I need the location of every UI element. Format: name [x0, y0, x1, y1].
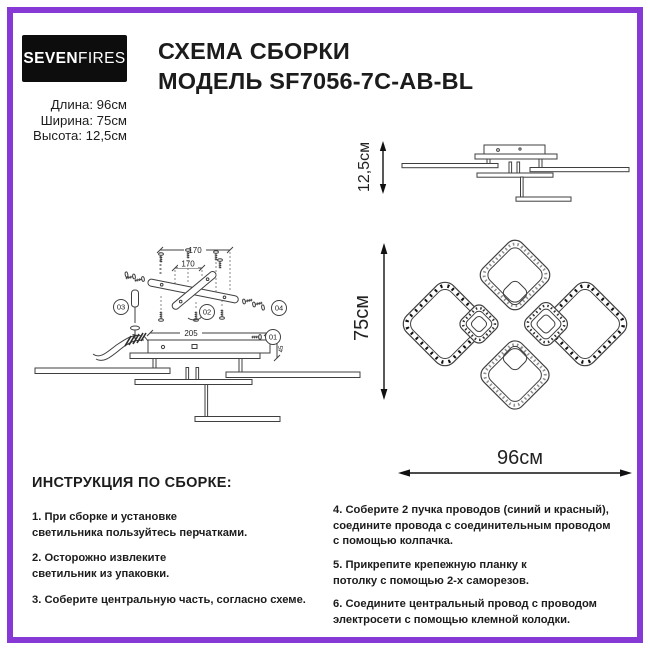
- instruction-step-2: 2. Осторожно извлеките светильник из упа…: [32, 552, 170, 581]
- spec-width: Ширина: 75см: [40, 112, 127, 128]
- fixture-side-profile: [401, 144, 630, 202]
- ring-left: [402, 281, 488, 367]
- instruction-step-6: 6. Соедините центральный провод с провод…: [333, 598, 597, 627]
- dim-bracket-outer: 170: [188, 246, 202, 255]
- callout-04: 04: [275, 304, 283, 313]
- canopy-and-arms: [34, 339, 361, 422]
- logo-text-fires: FIRES: [77, 49, 126, 67]
- side-height-label: 12,5см: [356, 142, 373, 192]
- ring-top: [479, 239, 551, 311]
- exploded-assembly-drawing: 170 170: [34, 245, 361, 422]
- top-view-drawing: 75см: [351, 239, 632, 477]
- top-width-label: 96см: [497, 447, 543, 469]
- dimensions-spec: Длина: 96см Ширина: 75см Высота: 12,5см: [18, 97, 127, 144]
- instruction-step-1: 1. При сборке и установке светильника по…: [32, 511, 248, 539]
- dim-plate: 205: [184, 329, 198, 338]
- ring-small-right: [523, 301, 569, 347]
- callout-02: 02: [203, 308, 211, 317]
- callout-markers: 03 02 04 01: [113, 299, 287, 345]
- top-height-label: 75см: [351, 295, 373, 341]
- screwdriver: [130, 289, 140, 339]
- height-dimension-arrow: 12,5см: [356, 141, 387, 194]
- instruction-step-3: 3. Соберите центральную часть, согласно …: [32, 593, 306, 606]
- spec-height: Высота: 12,5см: [33, 128, 127, 143]
- ring-bottom: [480, 340, 550, 410]
- ring-right: [542, 281, 628, 367]
- instructions-right-column: 4. Соберите 2 пучка проводов (синий и кр…: [333, 503, 639, 637]
- instructions-left-column: 1. При сборке и установке светильника по…: [32, 510, 332, 618]
- title-line-2: МОДЕЛЬ SF7056-7C-AB-BL: [158, 68, 474, 94]
- page-border: [7, 7, 643, 643]
- plate-dimension: 205: [146, 328, 271, 340]
- bracket-dimension-outer: 170: [156, 245, 234, 290]
- title-line-1: СХЕМА СБОРКИ: [158, 38, 350, 64]
- width-dimension-arrow-96: 96см: [398, 447, 632, 477]
- mounting-cross-bracket: [147, 271, 239, 310]
- dim-canopy-height: 45: [279, 345, 285, 352]
- instruction-step-5: 5. Прикрепите крепежную планку к потолку…: [333, 559, 529, 587]
- fixture-top-rings: [402, 239, 628, 410]
- height-dimension-arrow-75: 75см: [351, 243, 388, 400]
- callout-01: 01: [269, 333, 277, 342]
- instructions-heading: ИНСТРУКЦИЯ ПО СБОРКЕ:: [32, 475, 232, 491]
- side-view-drawing: 12,5см: [356, 141, 630, 202]
- wire-bundle: [92, 332, 149, 361]
- page-title: СХЕМА СБОРКИ МОДЕЛЬ SF7056-7C-AB-BL: [158, 36, 473, 96]
- logo-text-seven: SEVEN: [23, 49, 78, 67]
- spec-length: Длина: 96см: [50, 97, 127, 112]
- instruction-step-4: 4. Соберите 2 пучка проводов (синий и кр…: [333, 504, 611, 548]
- bracket-screws: [124, 248, 265, 322]
- ring-small-left: [459, 304, 499, 344]
- callout-03: 03: [117, 303, 125, 312]
